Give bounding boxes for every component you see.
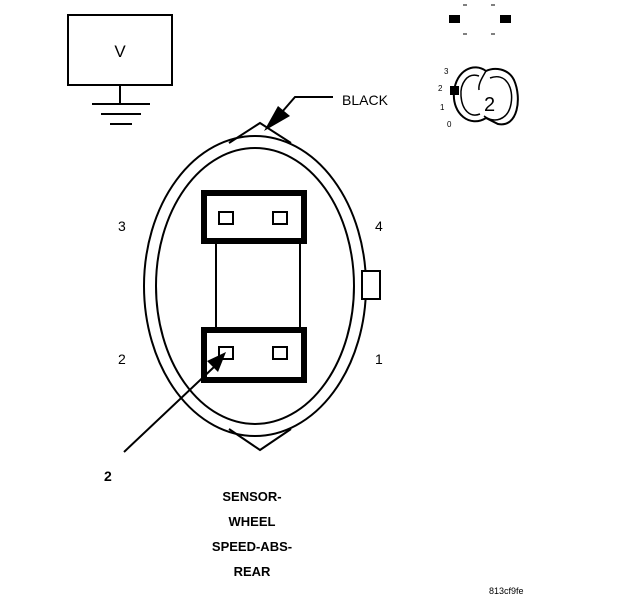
inset-scale-0: 0 [447, 120, 452, 129]
callout-number: 2 [104, 468, 112, 484]
terminal-block [201, 190, 307, 383]
pin-label-1: 1 [375, 351, 383, 367]
inset-dial-value: 2 [484, 94, 495, 116]
callout-leader [123, 352, 226, 453]
terminal-cavity-1 [272, 346, 288, 360]
voltmeter-symbol: V [114, 42, 126, 61]
caption-line-1: SENSOR- [222, 489, 281, 504]
figure-id: 813cf9fe [489, 586, 524, 596]
terminal-cavity-2 [218, 346, 234, 360]
pin-label-3: 3 [118, 218, 126, 234]
caption-line-2: WHEEL [229, 514, 276, 529]
inset-top-markers [449, 4, 511, 35]
ground-icon [92, 103, 150, 125]
locking-tab [361, 270, 381, 300]
pin-label-4: 4 [375, 218, 383, 234]
terminal-cavity-3 [218, 211, 234, 225]
inset-scale-1: 1 [440, 103, 445, 112]
inset-dial-icon: 3 2 1 0 2 [438, 66, 519, 129]
wire-color-label: BLACK [342, 92, 389, 108]
inset-scale-2: 2 [438, 84, 443, 93]
pin-label-2: 2 [118, 351, 126, 367]
caption-line-3: SPEED-ABS- [212, 539, 292, 554]
inset-scale-3: 3 [444, 67, 449, 76]
wire-leader [264, 96, 333, 131]
terminal-cavity-4 [272, 211, 288, 225]
voltmeter: V [67, 14, 173, 103]
caption-line-4: REAR [234, 564, 271, 579]
